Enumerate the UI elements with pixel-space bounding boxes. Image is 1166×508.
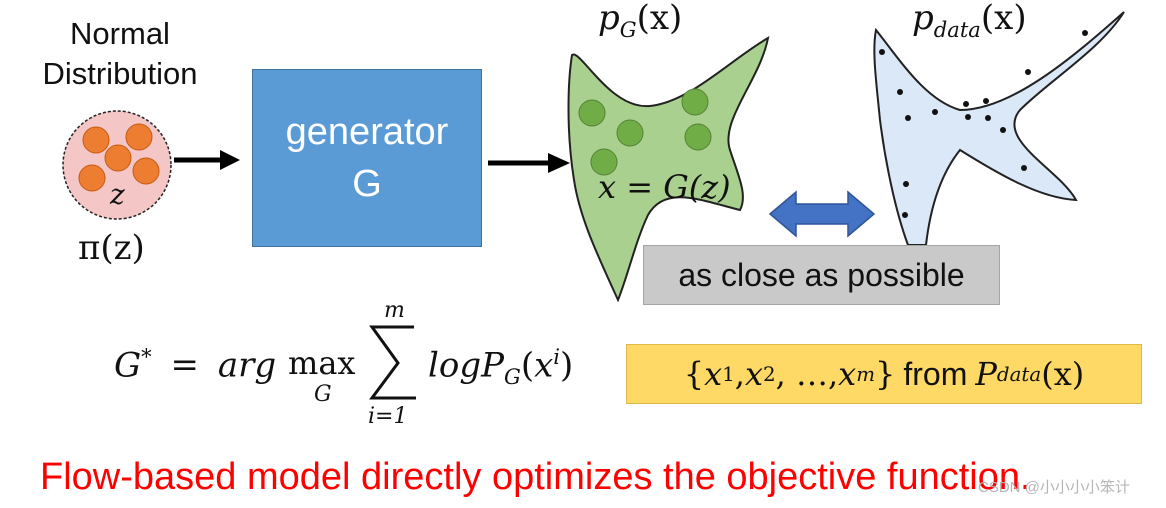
green-dot [590, 148, 618, 176]
green-dot [578, 99, 606, 127]
normal-distribution-label: Normal Distribution [20, 14, 220, 94]
data-point [985, 115, 991, 121]
green-dot [684, 123, 712, 151]
label-line-1: Normal [70, 16, 170, 51]
pi-z-label: π(z) [78, 228, 145, 268]
orange-dot [132, 157, 160, 185]
pdata-arg: (x) [980, 0, 1027, 38]
formula-max-sub: G [314, 382, 332, 407]
formula-g: G [114, 345, 142, 386]
sigma-symbol [369, 325, 416, 400]
orange-dot [125, 123, 153, 151]
pg-sub: G [619, 16, 637, 42]
orange-dot [78, 164, 106, 192]
x-equals-gz-label: x = G(z) [598, 168, 731, 206]
samples-supm: m [856, 362, 876, 386]
green-dot [681, 88, 709, 116]
data-point [879, 49, 885, 55]
samples-dots: , …, [775, 355, 839, 393]
as-close-as-possible-text: as close as possible [678, 256, 965, 293]
data-point [1000, 127, 1006, 133]
z-label: z [110, 178, 125, 211]
formula-rhs: logPG(xi) [428, 344, 574, 390]
double-arrow-icon [768, 190, 876, 238]
orange-dot [82, 126, 110, 154]
data-point [1021, 165, 1027, 171]
orange-dot [104, 144, 132, 172]
samples-from: from [903, 355, 968, 392]
data-point [1082, 30, 1088, 36]
formula-x-sup: i [553, 344, 561, 369]
samples-p: P [975, 355, 997, 393]
samples-sup2: 2 [763, 362, 776, 386]
as-close-as-possible-box: as close as possible [643, 245, 1000, 305]
samples-p-arg: (x) [1041, 355, 1085, 393]
formula-max: max [288, 344, 356, 382]
data-point [905, 115, 911, 121]
formula-p-sub: G [504, 364, 521, 390]
generator-label: generator [285, 111, 449, 153]
formula-sum-bottom: i=1 [368, 404, 408, 429]
arrow-to-pg-head [548, 153, 570, 173]
pdata-base: p [912, 0, 934, 38]
samples-sep: , [734, 355, 745, 393]
data-point [902, 212, 908, 218]
formula-p: P [481, 345, 504, 386]
data-point [903, 181, 909, 187]
data-point [897, 89, 903, 95]
samples-sup1: 1 [722, 362, 735, 386]
formula-lhs: G* = arg [114, 344, 276, 385]
samples-xm: x [838, 355, 857, 393]
formula-equals: = [170, 345, 200, 386]
data-point [1025, 69, 1031, 75]
data-point [965, 114, 971, 120]
samples-p-sub: data [996, 362, 1042, 386]
pdata-label: pdata(x) [912, 0, 1027, 42]
watermark: CSDN @小小小小笨计 [978, 479, 1130, 496]
data-point [963, 101, 969, 107]
formula-log: log [428, 345, 482, 386]
arrow-to-generator-head [220, 150, 240, 170]
flow-based-statement: Flow-based model directly optimizes the … [40, 456, 1031, 498]
pg-base: p [598, 0, 620, 38]
generator-symbol: G [352, 163, 382, 205]
green-dot [616, 119, 644, 147]
data-point [983, 98, 989, 104]
pg-arg: (x) [636, 0, 683, 38]
formula-sum-top: m [384, 298, 405, 323]
generator-box: generator G [252, 69, 482, 247]
samples-close-brace: } [875, 355, 896, 393]
samples-x2: x [744, 355, 764, 393]
formula-arg: arg [217, 345, 277, 386]
pdata-blob [873, 11, 1125, 246]
pg-label: pG(x) [598, 0, 682, 42]
samples-x1: x [704, 355, 723, 393]
data-point [932, 109, 938, 115]
formula-x: x [534, 345, 554, 386]
pdata-sub: data [933, 16, 981, 42]
label-line-2: Distribution [42, 56, 198, 91]
formula-star: * [141, 344, 152, 369]
samples-open-brace: { [683, 355, 705, 393]
